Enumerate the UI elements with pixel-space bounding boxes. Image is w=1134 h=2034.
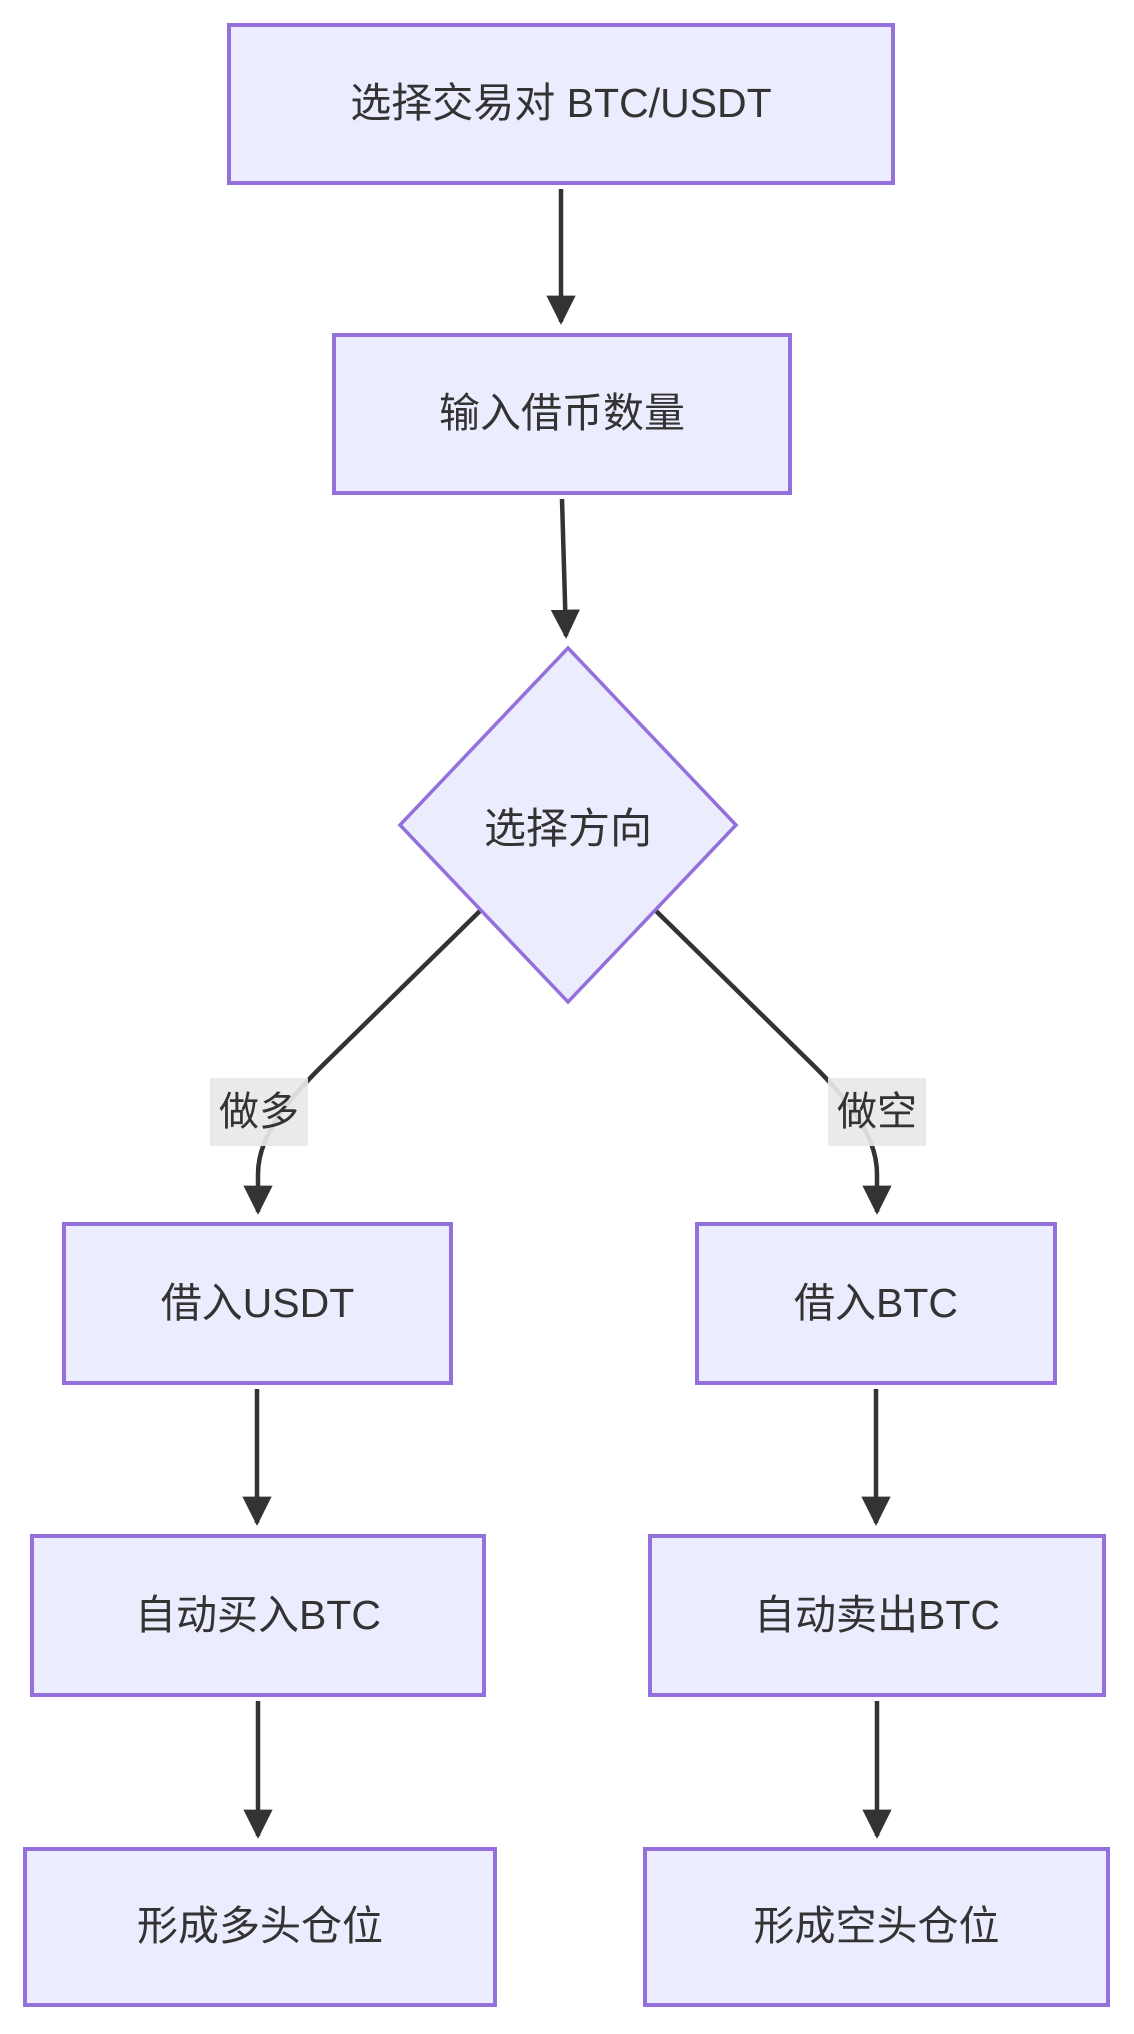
edge-label-long: 做多: [210, 1078, 308, 1146]
node-select-trading-pair: 选择交易对 BTC/USDT: [227, 23, 895, 185]
node-label: 自动买入BTC: [135, 1591, 381, 1638]
decision-diamond-shape: [397, 645, 739, 1005]
node-auto-sell-btc: 自动卖出BTC: [648, 1534, 1106, 1697]
node-label: 输入借币数量: [439, 390, 685, 437]
node-auto-buy-btc: 自动买入BTC: [30, 1534, 486, 1697]
node-enter-borrow-amount: 输入借币数量: [332, 333, 792, 495]
node-choose-direction: 选择方向: [408, 765, 728, 885]
edge-direction-to-borrow-usdt: [243, 906, 485, 1215]
node-label: 形成空头仓位: [753, 1903, 1000, 1950]
node-short-position: 形成空头仓位: [643, 1847, 1110, 2007]
edge-direction-to-borrow-btc: [651, 906, 892, 1215]
node-label: 选择交易对 BTC/USDT: [350, 80, 772, 127]
node-long-position: 形成多头仓位: [23, 1847, 497, 2007]
node-label: 自动卖出BTC: [754, 1591, 1000, 1638]
node-label: 借入BTC: [794, 1279, 958, 1326]
edge-amount-to-direction: [550, 498, 580, 639]
node-label: 选择方向: [483, 804, 652, 852]
node-borrow-btc: 借入BTC: [695, 1222, 1057, 1385]
node-borrow-usdt: 借入USDT: [62, 1222, 453, 1385]
node-label: 形成多头仓位: [137, 1903, 383, 1950]
edge-label-short: 做空: [828, 1078, 926, 1146]
node-label: 借入USDT: [160, 1279, 355, 1326]
